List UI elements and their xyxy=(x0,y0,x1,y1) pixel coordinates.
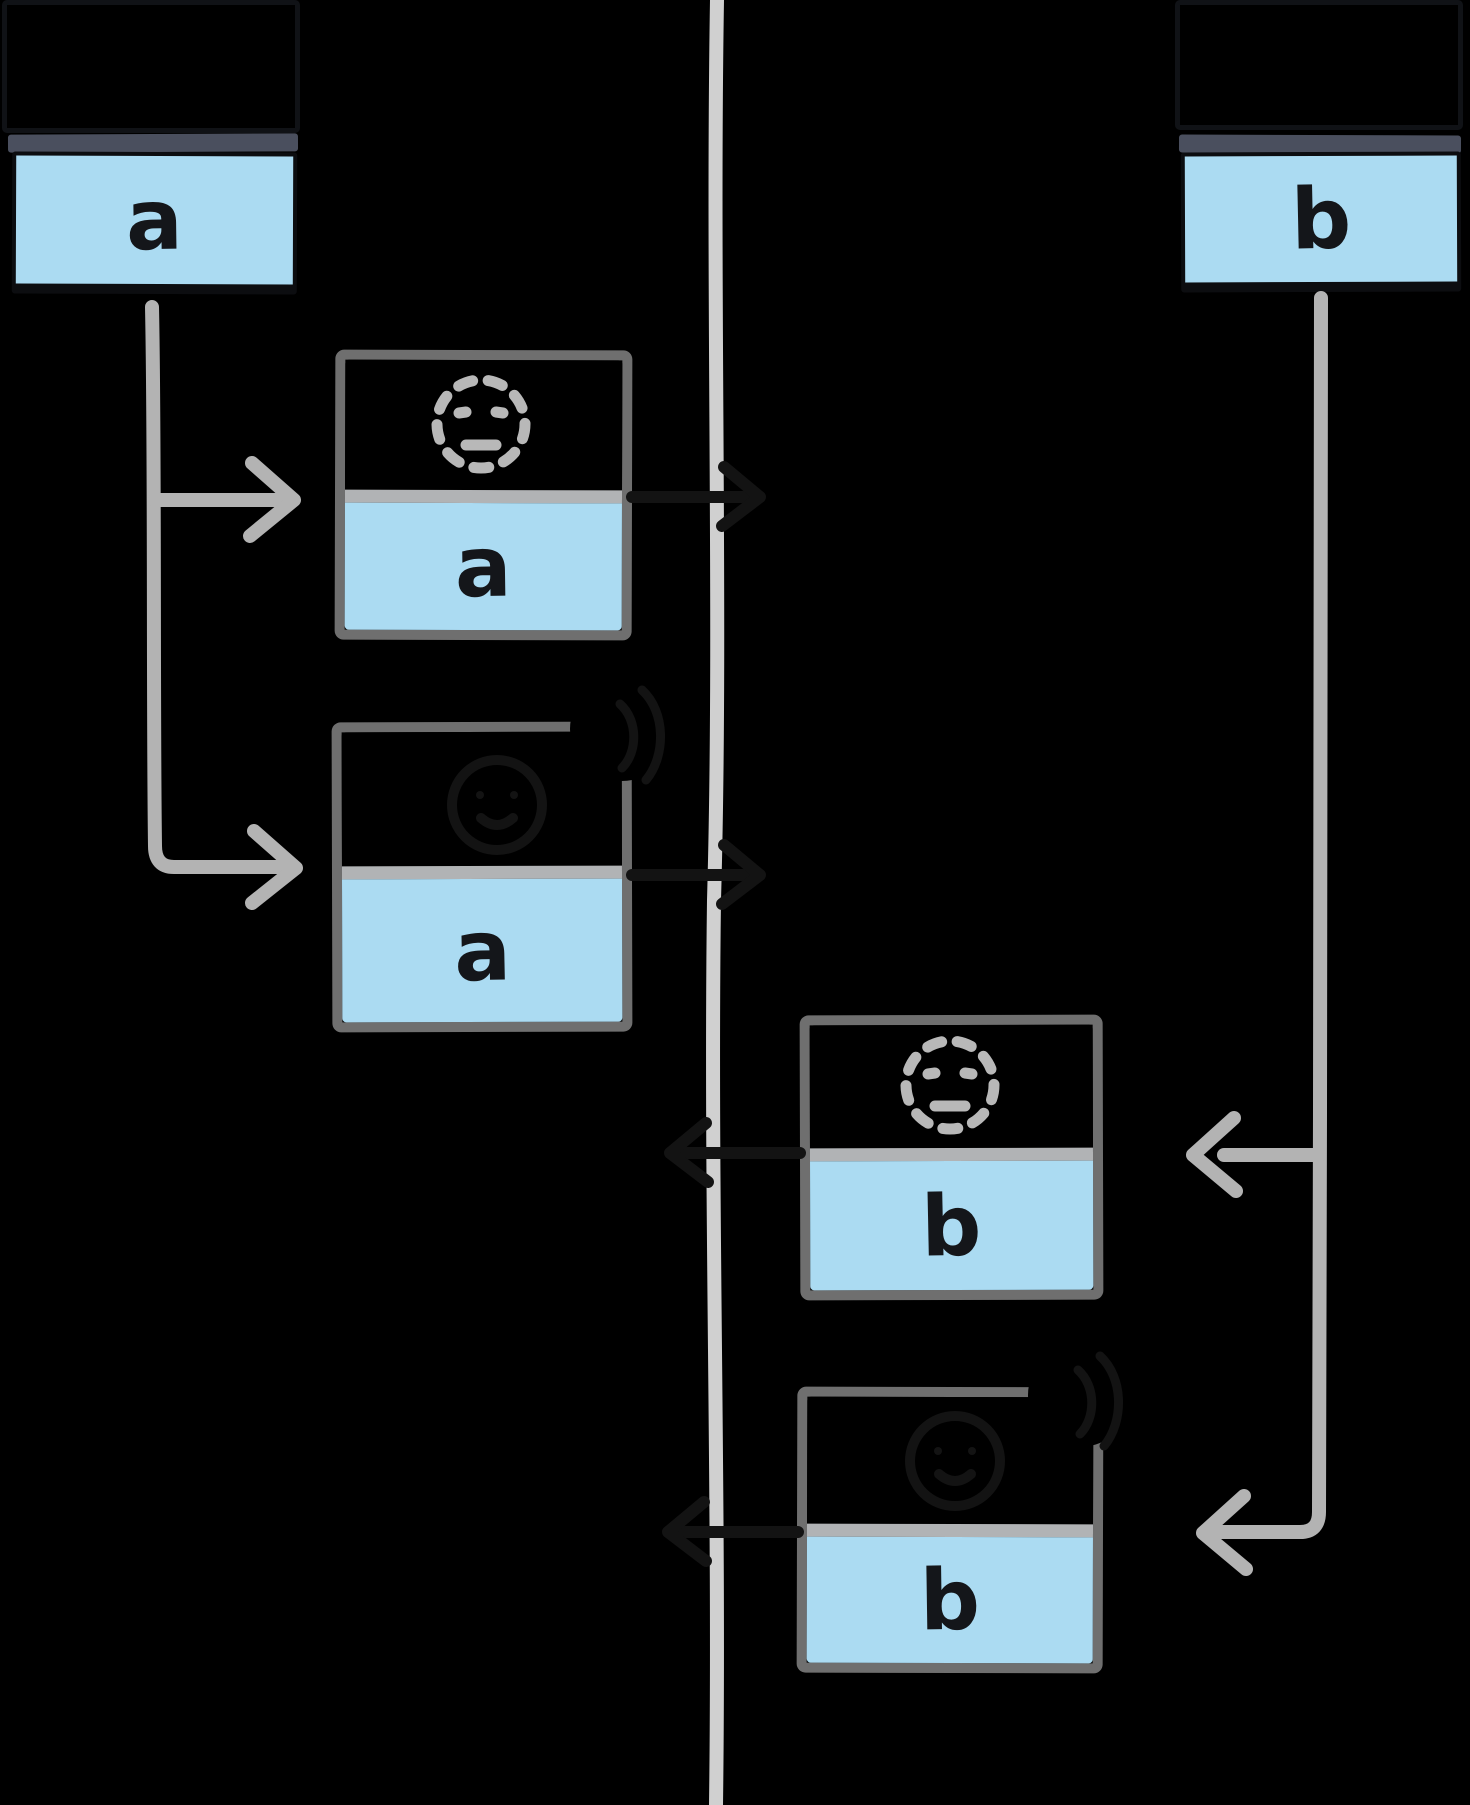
connector-line xyxy=(1207,291,1328,1539)
arrowhead-left-icon xyxy=(1186,1111,1243,1198)
actor-a-connector xyxy=(145,300,303,910)
arrowhead-right-icon xyxy=(243,456,301,543)
arrowhead-right-icon xyxy=(716,839,766,910)
arrowhead-left-icon xyxy=(1196,1489,1253,1576)
center-boundary-line xyxy=(706,0,725,1805)
connector-line xyxy=(145,300,295,874)
arrowhead-right-icon xyxy=(716,461,766,532)
message-box-b-pending-body: b xyxy=(810,1160,1094,1291)
message-box-b-sending-body: b xyxy=(806,1536,1093,1664)
message-box-a-sending-body: a xyxy=(342,878,623,1023)
message-box-a-pending-top xyxy=(345,359,623,491)
actor-b-header-bar xyxy=(1178,134,1462,154)
actor-b-label: b xyxy=(1289,169,1353,269)
message-box-b-pending-top xyxy=(809,1024,1093,1149)
message-box-b-sending: b xyxy=(796,1386,1104,1674)
message-b-label: b xyxy=(919,1550,981,1650)
message-box-b-pending-divider xyxy=(809,1147,1094,1162)
message-box-a-pending: a xyxy=(334,349,633,641)
message-box-a-pending-divider xyxy=(344,489,623,504)
actor-b-box: b xyxy=(1180,151,1462,293)
message-box-b-sending-divider xyxy=(806,1523,1094,1538)
message-box-a-pending-body: a xyxy=(344,502,622,631)
message-box-a-sending: a xyxy=(331,721,633,1033)
actor-b-title-box xyxy=(1175,0,1463,130)
message-a-label: a xyxy=(454,517,513,616)
arrowhead-right-icon xyxy=(245,824,303,910)
actor-a-box: a xyxy=(11,151,298,295)
actor-a-title-box xyxy=(2,0,300,133)
actor-b-connector xyxy=(1186,291,1328,1576)
actor-a-label: a xyxy=(125,170,184,270)
dark-message-arrows xyxy=(626,461,806,1567)
arrowhead-left-icon xyxy=(664,1117,714,1188)
message-box-b-sending-top xyxy=(807,1396,1094,1525)
message-b-label: b xyxy=(920,1175,983,1276)
message-box-a-sending-top xyxy=(341,731,622,867)
message-box-a-sending-divider xyxy=(341,865,623,880)
message-box-b-pending: b xyxy=(799,1014,1104,1301)
arrowhead-left-icon xyxy=(662,1496,712,1567)
message-a-label: a xyxy=(452,900,512,1001)
actor-a-header-bar xyxy=(7,133,299,153)
